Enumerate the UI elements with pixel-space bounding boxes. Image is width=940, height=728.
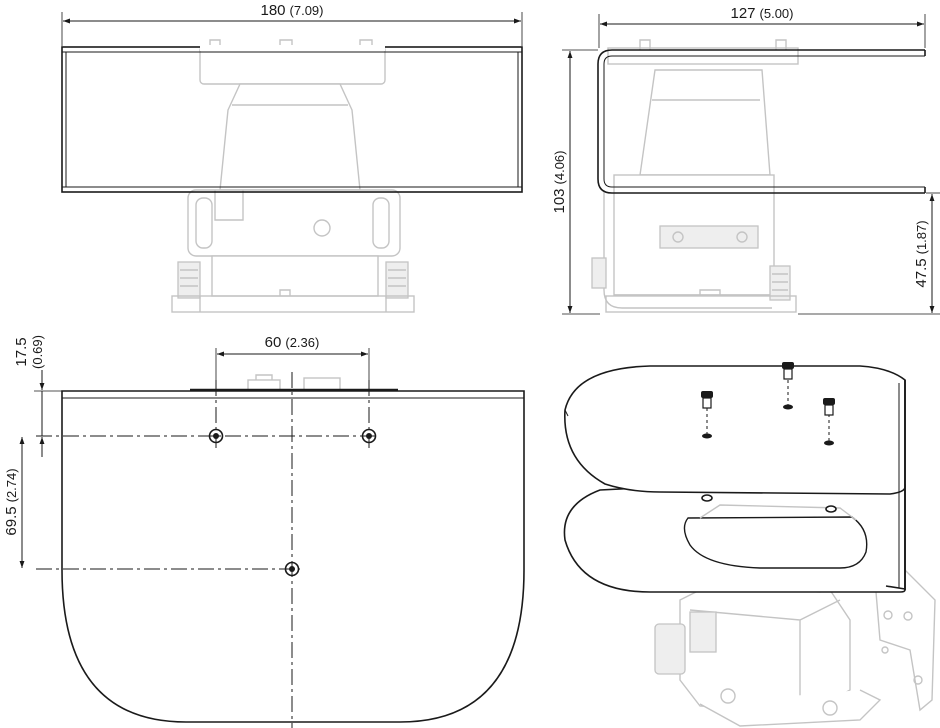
center-lines (36, 372, 378, 728)
dimension-height-side: 103 (4.06) (551, 49, 600, 315)
top-view: 60(2.36) 17.5 (0.69) 69.5 (2.74) (3, 334, 525, 728)
hood-front (61, 45, 523, 193)
front-view: 180 (7.09) (61, 2, 523, 313)
dimension-height-lower: 47.5 (1.87) (798, 192, 940, 315)
iso-screws (701, 362, 835, 446)
svg-text:(0.69): (0.69) (30, 335, 45, 369)
svg-text:60(2.36): 60(2.36) (265, 334, 320, 351)
height-lower-value: 47.5 (913, 258, 930, 287)
ghost-top-fixtures (247, 374, 341, 391)
dimension-width-top: 180 (7.09) (61, 2, 523, 46)
dimension-edge-offset: 17.5 (0.69) (13, 335, 62, 457)
dimension-hole-offset: 69.5 (2.74) (3, 437, 25, 568)
hole-spacing-alt: (2.36) (285, 335, 319, 350)
hole-offset-value: 69.5 (3, 506, 20, 535)
hood-iso-lower-panel (563, 483, 906, 593)
width-top-value: 180 (261, 2, 286, 19)
hood-plan-outline (61, 388, 525, 723)
hole-offset-alt: (2.74) (4, 468, 19, 502)
svg-text:103(4.06): 103 (4.06) (551, 151, 568, 214)
svg-text:47.5(1.87): 47.5 (1.87) (913, 220, 930, 287)
edge-offset-value: 17.5 (13, 337, 30, 366)
edge-offset-alt: (0.69) (30, 335, 45, 369)
height-lower-alt: (1.87) (914, 220, 929, 254)
scanner-ghost-iso (654, 511, 936, 727)
dimension-depth-side: 127 (5.00) (598, 5, 926, 48)
side-view: 127 (5.00) 103 (4.06) 47.5 (1.87) (551, 5, 940, 315)
hole-spacing-value: 60 (265, 334, 282, 351)
hood-side-profile (597, 49, 926, 194)
height-side-value: 103 (551, 188, 568, 213)
hood-iso-upper-panel (564, 365, 906, 590)
svg-text:17.5: 17.5 (13, 337, 30, 366)
height-side-alt: (4.06) (552, 151, 567, 185)
svg-text:127(5.00): 127 (5.00) (731, 5, 794, 22)
depth-side-value: 127 (731, 5, 756, 22)
width-top-alt: (7.09) (290, 3, 324, 18)
isometric-view (563, 362, 936, 727)
svg-text:180(7.09): 180 (7.09) (261, 2, 324, 19)
scanner-ghost-side (591, 39, 799, 313)
dimension-hole-spacing: 60(2.36) (215, 334, 370, 380)
depth-side-alt: (5.00) (760, 6, 794, 21)
svg-text:69.5(2.74): 69.5 (2.74) (3, 468, 20, 535)
scanner-ghost-front (171, 39, 415, 313)
